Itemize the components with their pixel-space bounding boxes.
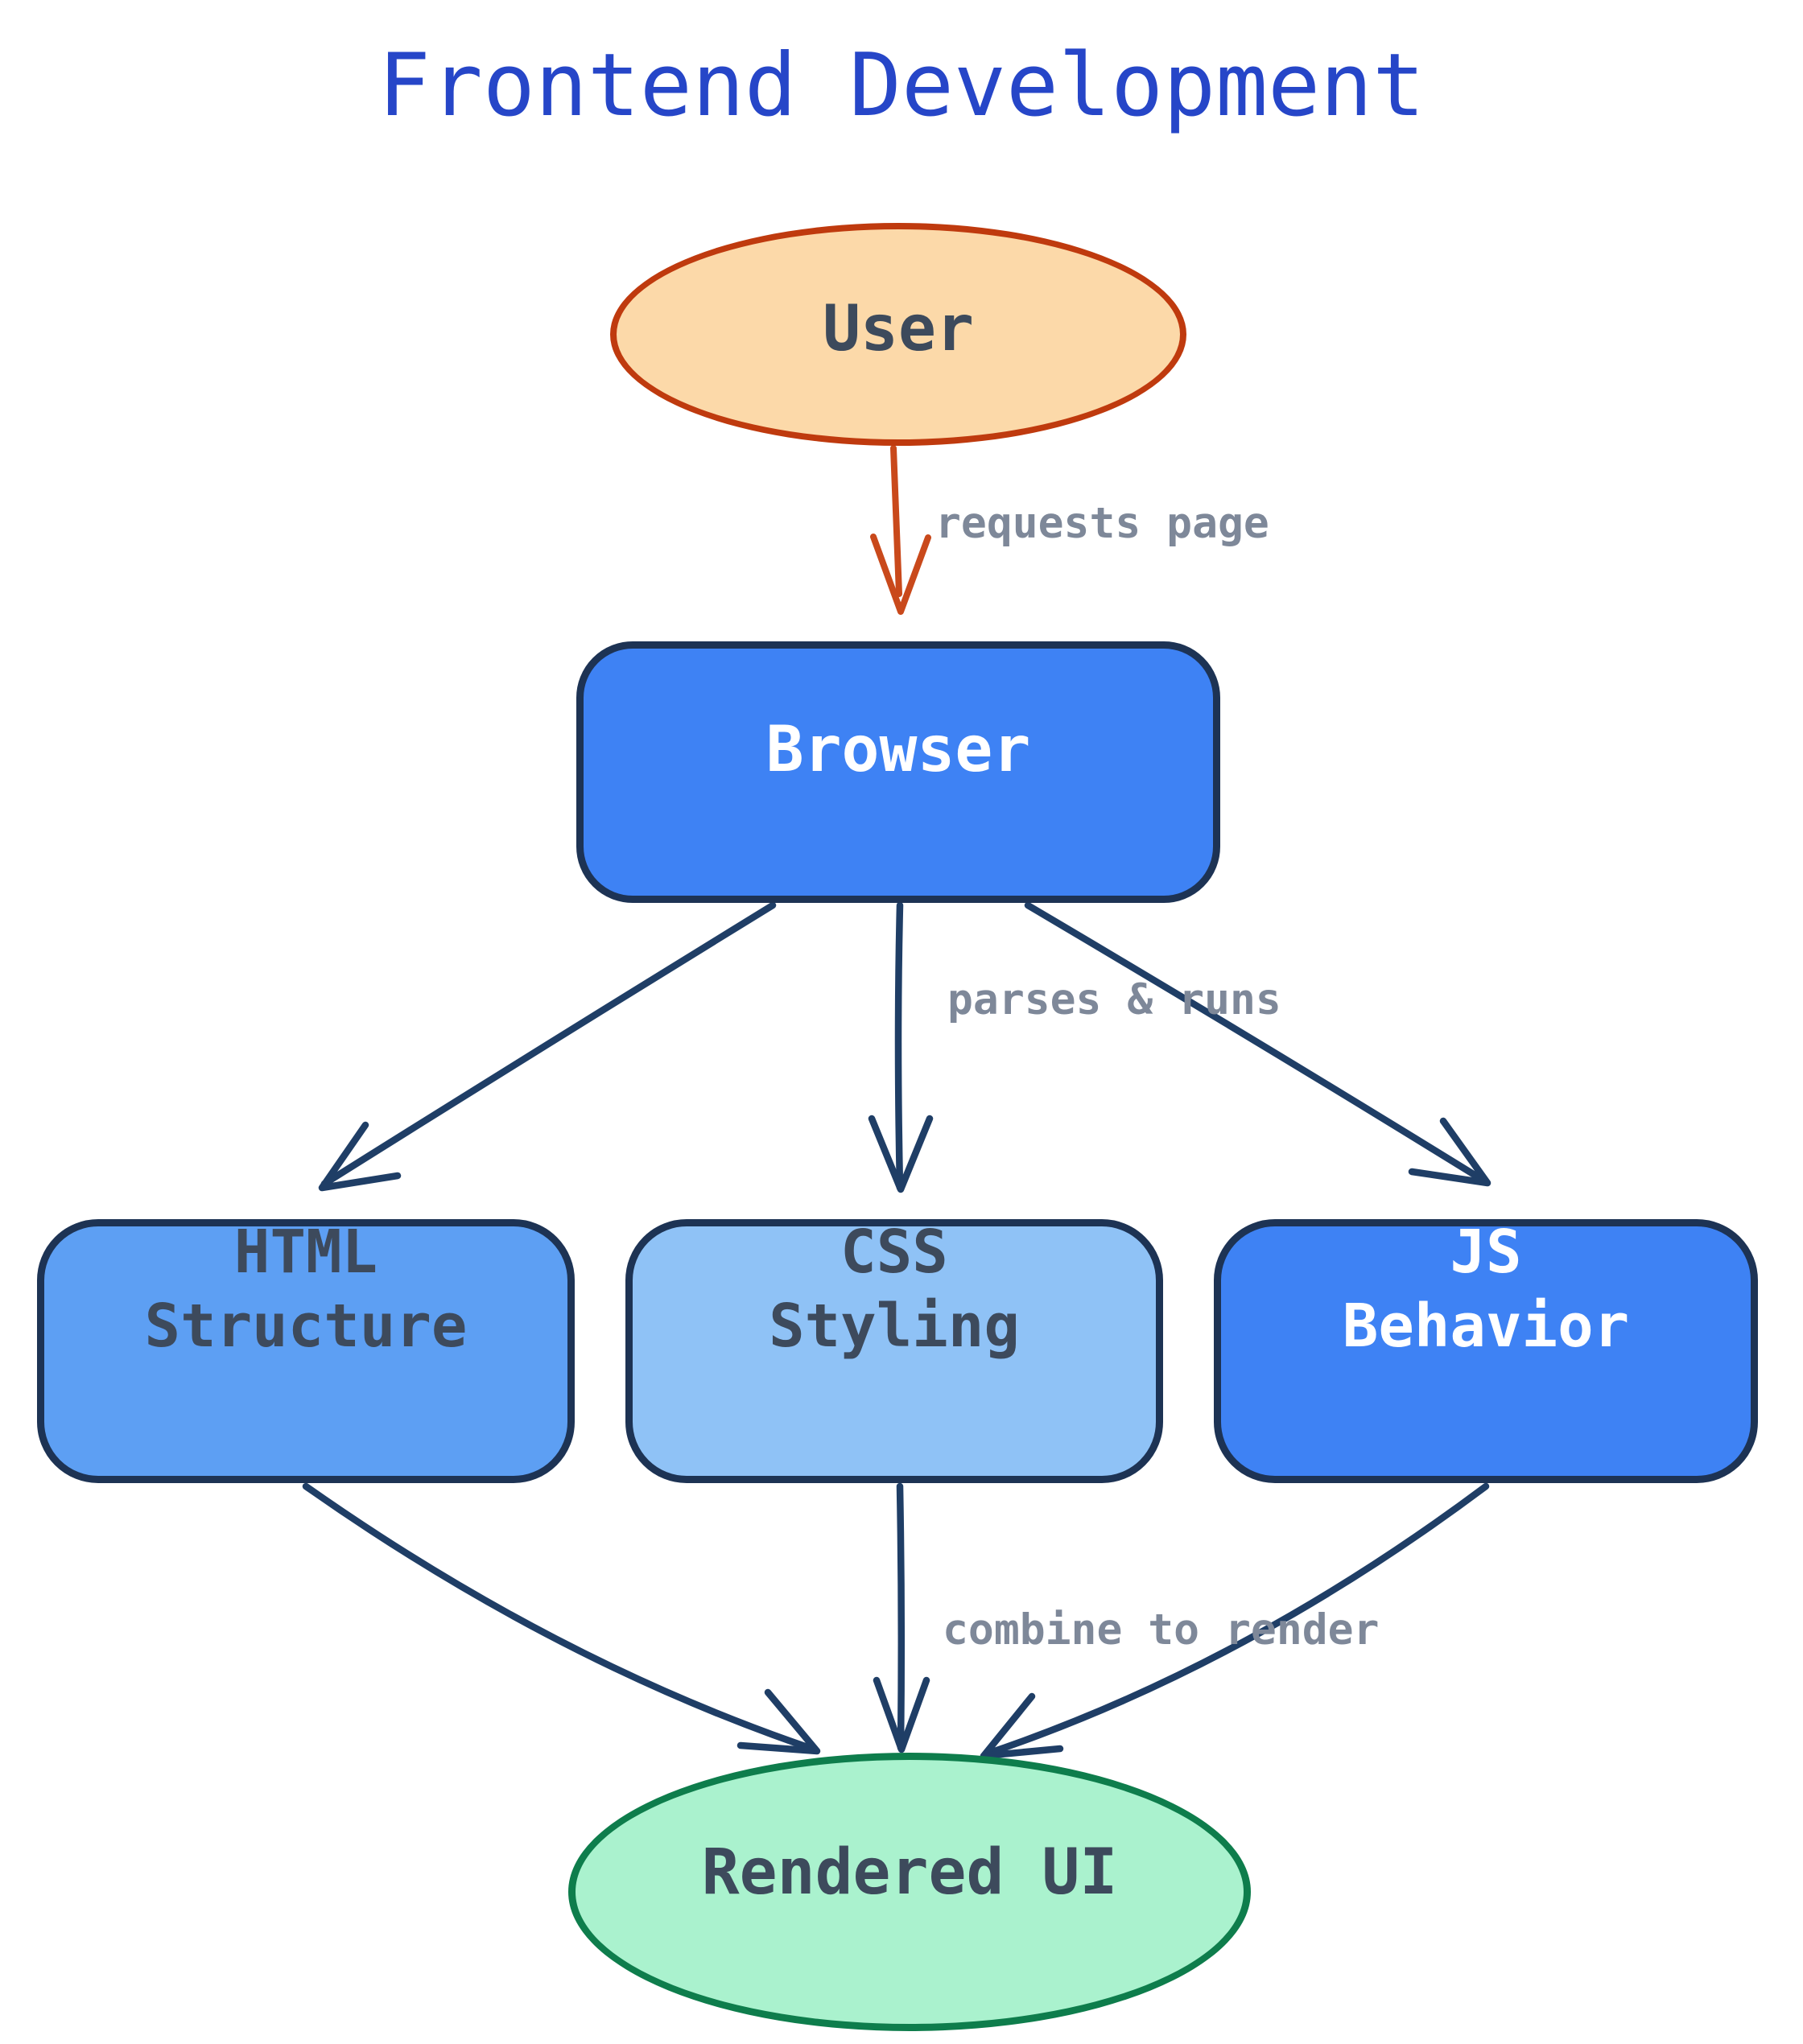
node-css-styling-label: CSS Styling [633, 1215, 1156, 1363]
edge-browser-html-shaft [320, 901, 777, 1188]
edge-label-requests-page: requests page [935, 499, 1269, 548]
edge-browser-css-shaft [894, 901, 904, 1192]
arrowhead-html-icon [318, 1121, 402, 1192]
node-css-line1: CSS [840, 1218, 948, 1287]
arrowhead-rendered-left-icon [736, 1688, 821, 1755]
node-js-behavior: JS Behavior [1214, 1218, 1758, 1483]
node-user: User [610, 223, 1186, 446]
node-js-line1: JS [1450, 1218, 1522, 1287]
node-js-behavior-label: JS Behavior [1221, 1215, 1751, 1363]
arrowhead-rendered-mid-icon [873, 1676, 930, 1753]
edge-browser-js [1024, 901, 1491, 1187]
edge-browser-html [318, 901, 777, 1192]
arrowhead-js-icon [1408, 1117, 1491, 1187]
diagram-title: Frontend Development [378, 35, 1425, 136]
node-browser-label: Browser [765, 713, 1031, 786]
edge-css-rendered-shaft [896, 1482, 906, 1752]
edge-css-rendered [873, 1482, 930, 1753]
edge-browser-css [868, 901, 934, 1193]
node-html-line2: Structure [144, 1292, 468, 1361]
node-html-structure-label: HTML Structure [44, 1215, 567, 1363]
node-html-line1: HTML [233, 1218, 378, 1287]
node-browser: Browser [576, 641, 1220, 903]
edge-js-rendered-shaft [981, 1482, 1490, 1758]
node-css-line2: Styling [769, 1292, 1020, 1361]
node-rendered-ui-label: Rendered UI [701, 1836, 1118, 1909]
node-css-styling: CSS Styling [625, 1218, 1163, 1483]
edge-html-rendered [302, 1482, 821, 1755]
node-rendered-ui: Rendered UI [568, 1753, 1251, 2031]
arrow-down-icon [870, 534, 931, 615]
edge-label-parses-runs: parses & runs [947, 975, 1281, 1024]
node-html-structure: HTML Structure [37, 1218, 575, 1483]
node-js-line2: Behavior [1342, 1292, 1630, 1361]
arrowhead-rendered-right-icon [980, 1692, 1064, 1760]
edge-label-combine-to-render: combine to render [943, 1605, 1380, 1655]
node-user-label: User [823, 292, 974, 365]
edge-html-rendered-shaft [302, 1482, 819, 1753]
edge-js-rendered [980, 1482, 1490, 1760]
edge-user-browser-shaft [890, 445, 902, 597]
edge-browser-js-shaft [1024, 901, 1489, 1185]
edge-user-browser [870, 445, 931, 615]
arrowhead-css-icon [868, 1115, 934, 1193]
